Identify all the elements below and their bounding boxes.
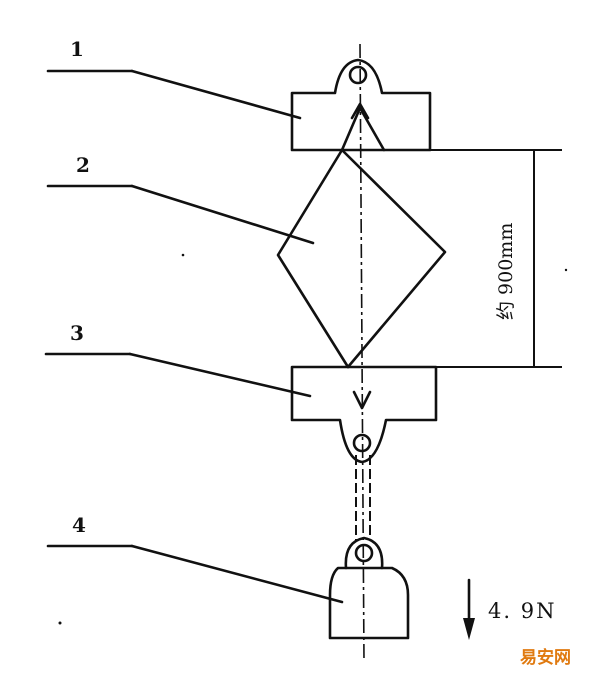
- upper-clamp: [290, 58, 432, 152]
- leader-4: 4: [46, 513, 344, 604]
- dimension-text: 约 900mm: [495, 223, 517, 320]
- dimension-marker: 约 900mm: [430, 149, 562, 368]
- lower-clamp: [290, 365, 438, 464]
- label-1: 1: [70, 37, 84, 61]
- center-line: [359, 43, 365, 663]
- bottom-arrow-icon: [352, 390, 372, 410]
- watermark-text: 易安网: [520, 647, 571, 668]
- leader-1: 1: [46, 37, 302, 120]
- diamond-specimen: [276, 106, 447, 369]
- leader-3: 3: [44, 321, 312, 398]
- force-value: 4. 9N: [488, 599, 556, 623]
- weight-block: [328, 536, 410, 640]
- top-arrow-icon: [350, 102, 370, 120]
- label-3: 3: [70, 321, 84, 345]
- label-4: 4: [72, 513, 86, 537]
- label-2: 2: [76, 153, 90, 177]
- leader-2: 2: [46, 153, 315, 245]
- force-arrow: 4. 9N: [463, 578, 556, 640]
- hanging-rods: [355, 455, 371, 540]
